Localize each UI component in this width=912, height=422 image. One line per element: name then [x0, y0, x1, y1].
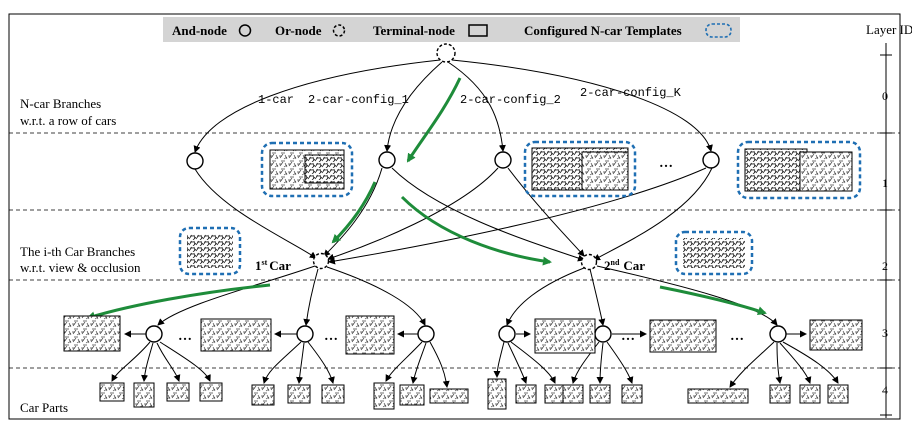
first-car-or-node [312, 252, 330, 270]
legend-bar [163, 17, 740, 42]
ncar-template-2 [523, 140, 637, 198]
ncar-branches-label: N-car Branches [20, 96, 101, 111]
layer-id-title: Layer ID [866, 22, 912, 37]
ncar-template-1 [260, 141, 354, 198]
layer-tick-0: 0 [882, 89, 888, 103]
ith-car-branches-label: The i-th Car Branches [20, 244, 135, 259]
layer-tick-2: 2 [882, 259, 888, 273]
legend: And-node Or-node Terminal-node Configure… [163, 17, 740, 42]
branch-label-2-car-config-k: 2-car-config_K [580, 86, 682, 100]
layer-tick-4: 4 [882, 383, 888, 397]
branch-label-1-car: 1-car [258, 93, 294, 107]
selected-path-arrows [86, 77, 767, 321]
layer1-and-nodes [186, 151, 720, 170]
second-car-number: 2 [604, 258, 611, 273]
or-node-icon [332, 24, 346, 37]
layer1-ellipsis: … [659, 156, 673, 171]
second-car-or-node [580, 253, 598, 271]
car-template-left [178, 226, 242, 276]
view-templates [63, 315, 863, 355]
graph-edges [111, 59, 839, 388]
first-car-suffix: st [262, 258, 268, 267]
terminal-node-icon [468, 24, 488, 37]
ncar-template-k [736, 140, 862, 200]
layer3-ellipsis-2: … [324, 329, 338, 344]
legend-terminal-node-label: Terminal-node [373, 23, 455, 38]
car-parts-label: Car Parts [20, 400, 68, 415]
ith-car-branches-sublabel: w.r.t. view & occlusion [20, 260, 141, 275]
layer3-and-nodes [145, 325, 787, 343]
part-terminal-nodes [99, 378, 849, 410]
layer-tick-3: 3 [882, 326, 888, 340]
legend-templates-label: Configured N-car Templates [524, 23, 682, 38]
ncar-branches-sublabel: w.r.t. a row of cars [20, 113, 116, 128]
second-car-word: Car [623, 258, 645, 273]
layer3-ellipsis-3: … [621, 329, 635, 344]
layer3-ellipsis-1: … [178, 329, 192, 344]
root-or-node [436, 43, 456, 63]
first-car-number: 1 [255, 258, 262, 273]
legend-or-node-label: Or-node [275, 23, 322, 38]
and-node-icon [238, 24, 252, 37]
layer-separators [9, 132, 900, 369]
template-frame-icon [705, 23, 732, 38]
car-template-right [674, 230, 754, 276]
first-car-word: Car [269, 258, 291, 273]
layer3-ellipsis-4: … [730, 329, 744, 344]
layer-axis: Layer ID 0 1 2 3 4 [866, 22, 912, 418]
branch-label-2-car-config-1: 2-car-config_1 [308, 93, 409, 107]
legend-and-node-label: And-node [172, 23, 227, 38]
layer-tick-1: 1 [882, 176, 888, 190]
outer-frame [8, 13, 901, 420]
second-car-suffix: nd [611, 258, 620, 267]
branch-label-2-car-config-2: 2-car-config_2 [460, 93, 561, 107]
